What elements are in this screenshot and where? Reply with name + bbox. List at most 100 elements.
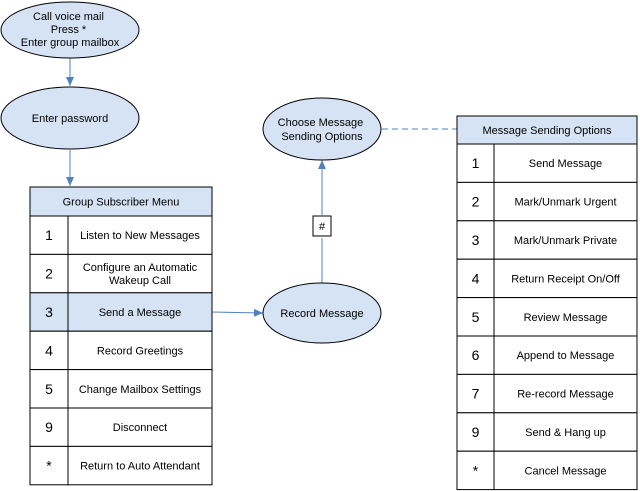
- group-menu-key: 1: [45, 227, 53, 243]
- connector-send-to-record: [211, 308, 264, 317]
- group-menu-label-line: Record Greetings: [97, 345, 184, 357]
- group-menu-label-cell: [67, 369, 213, 409]
- group-menu-label: Record Greetings: [97, 345, 184, 357]
- hash-key-label: #: [319, 221, 326, 233]
- group-menu-key-cell: [29, 445, 69, 486]
- group-menu-key-cell: [29, 369, 69, 409]
- group-menu-label: Listen to New Messages: [80, 230, 200, 242]
- sending-options-label-line: Re-record Message: [517, 389, 614, 401]
- group-menu-label-line: Disconnect: [113, 422, 167, 434]
- sending-options-row-9: * Cancel Message: [456, 450, 638, 491]
- svg-text:Enter password: Enter password: [32, 113, 108, 125]
- group-menu-key-cell: [29, 330, 69, 371]
- sending-options-label: Mark/Unmark Urgent: [514, 197, 616, 209]
- sending-options-label-cell: [493, 450, 638, 491]
- group-menu-key-cell: [29, 407, 69, 447]
- sending-options-label: Cancel Message: [525, 465, 607, 477]
- sending-options-row-5: 5 Review Message: [456, 297, 638, 337]
- group-menu-key: 9: [45, 419, 53, 435]
- sending-options-key: 3: [472, 232, 480, 248]
- sending-options-title: Message Sending Options: [482, 125, 612, 137]
- record-message-label: Record Message: [280, 308, 363, 320]
- sending-options-key-cell: [456, 143, 495, 183]
- sending-options-label-line: Mark/Unmark Private: [514, 235, 617, 247]
- choose-options-line-1: Choose Message: [278, 117, 364, 129]
- group-menu-label: Disconnect: [113, 422, 167, 434]
- group-menu-key: 3: [45, 304, 53, 320]
- group-menu-label-cell: [67, 407, 213, 447]
- sending-options-label: Re-record Message: [517, 389, 614, 401]
- sending-options-label: Append to Message: [517, 350, 615, 362]
- sending-options-key-cell: [456, 450, 495, 491]
- group-menu-row-4: 4 Record Greetings: [29, 330, 213, 371]
- group-menu-label: Send a Message: [99, 307, 182, 319]
- group-subscriber-menu-table: Group Subscriber Menu 1 Listen to New Mess…: [29, 186, 213, 486]
- group-menu-label-cell: [67, 445, 213, 486]
- sending-options-row-8: 9 Send & Hang up: [456, 412, 638, 452]
- choose-options-line-2: Sending Options: [281, 131, 363, 143]
- sending-options-label-cell: [493, 258, 638, 299]
- group-menu-label: Change Mailbox Settings: [79, 384, 202, 396]
- sending-options-label-line: Append to Message: [517, 350, 615, 362]
- node-call-voice-mail: Call voice mail Press * Enter group mail…: [0, 1, 140, 59]
- group-menu-key: 2: [45, 266, 53, 282]
- sending-options-key-cell: [456, 412, 495, 452]
- sending-options-label: Send Message: [529, 158, 602, 170]
- sending-options-key: 9: [472, 424, 480, 440]
- sending-options-key: 1: [472, 155, 480, 171]
- group-menu-title: Group Subscriber Menu: [63, 197, 180, 209]
- group-menu-key: 4: [45, 342, 53, 358]
- call-voice-mail-line-3: Enter group mailbox: [21, 37, 120, 49]
- node-record-message: Record Message: [262, 282, 382, 344]
- sending-options-row-3: 3 Mark/Unmark Private: [456, 220, 638, 260]
- sending-options-label-cell: [493, 412, 638, 452]
- sending-options-label-line: Return Receipt On/Off: [511, 273, 621, 285]
- group-menu-label: Return to Auto Attendant: [80, 461, 200, 473]
- sending-options-key: 4: [472, 270, 480, 286]
- group-menu-key: *: [46, 458, 52, 474]
- group-menu-label-line: Send a Message: [99, 307, 182, 319]
- sending-options-label: Review Message: [524, 312, 608, 324]
- group-menu-row-5: 5 Change Mailbox Settings: [29, 369, 213, 409]
- group-menu-row-3: 3 Send a Message: [29, 292, 213, 332]
- sending-options-row-1: 1 Send Message: [456, 143, 638, 183]
- group-menu-key-cell: [29, 253, 69, 294]
- group-menu-label-cell: [67, 292, 213, 332]
- node-enter-password: Enter password: [0, 86, 140, 150]
- sending-options-key: 7: [472, 386, 480, 402]
- svg-text:Choose Message Sending O: Choose Message Sending Options: [278, 117, 367, 143]
- sending-options-key: 5: [472, 309, 480, 325]
- sending-options-key-cell: [456, 297, 495, 337]
- sending-options-label-line: Cancel Message: [525, 465, 607, 477]
- group-menu-label-cell: [67, 330, 213, 371]
- sending-options-label-line: Review Message: [524, 312, 608, 324]
- sending-options-header: [456, 115, 638, 145]
- sending-options-key: 2: [472, 194, 480, 210]
- sending-options-label-cell: [493, 335, 638, 375]
- svg-text:Record Message: Record Message: [280, 308, 363, 320]
- group-menu-row-7: * Return to Auto Attendant: [29, 445, 213, 486]
- sending-options-key-cell: [456, 258, 495, 299]
- group-menu-key: 5: [45, 381, 53, 397]
- group-menu-row-6: 9 Disconnect: [29, 407, 213, 447]
- sending-options-label-cell: [493, 181, 638, 222]
- sending-options-label: Send & Hang up: [525, 427, 606, 439]
- call-voice-mail-line-1: Call voice mail: [33, 11, 104, 23]
- sending-options-label-line: Send Message: [529, 158, 602, 170]
- hash-key-box: #: [312, 215, 332, 237]
- call-voice-mail-line-2: Press *: [51, 24, 87, 36]
- sending-options-label-cell: [493, 143, 638, 183]
- sending-options-label: Mark/Unmark Private: [514, 235, 617, 247]
- enter-password-label: Enter password: [32, 113, 108, 125]
- group-menu-label-line: Wakeup Call: [109, 275, 171, 287]
- svg-text:Call voice mail Press *: Call voice mail Press * Enter group mail…: [21, 11, 120, 49]
- sending-options-key: *: [473, 462, 479, 478]
- group-menu-label-line: Change Mailbox Settings: [79, 384, 202, 396]
- node-choose-message-sending-options: Choose Message Sending Options: [262, 97, 382, 161]
- group-menu-header: [29, 186, 213, 217]
